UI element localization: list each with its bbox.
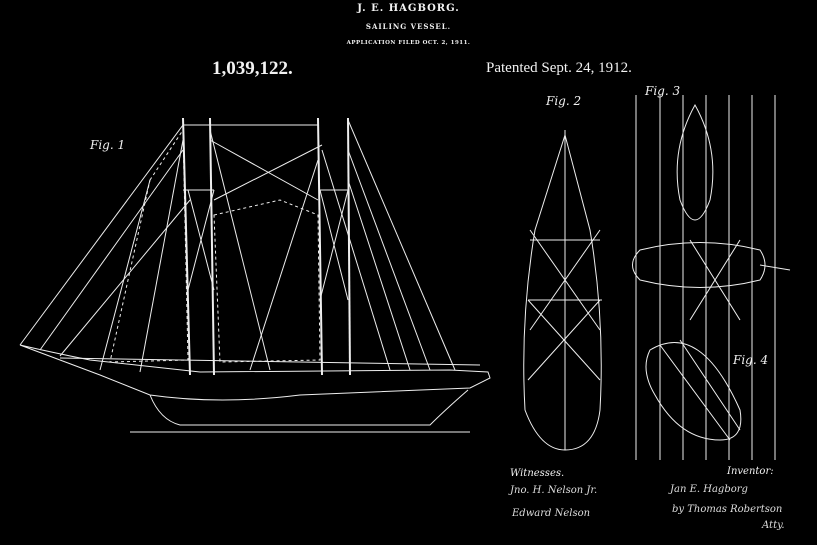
- fig4-detail-view: [645, 339, 742, 441]
- attorney-suffix: Atty.: [762, 520, 785, 531]
- inventor-name: J. E. HAGBORG.: [357, 3, 460, 14]
- patent-subject: SAILING VESSEL.: [365, 22, 452, 31]
- attorney-signature: by Thomas Robertson: [672, 504, 783, 515]
- fig3-label: Fig. 3: [645, 84, 681, 98]
- witness-signature-1: Jno. H. Nelson Jr.: [510, 485, 598, 496]
- fig2-plan-view: [523, 130, 602, 451]
- witnesses-label: Witnesses.: [510, 468, 565, 479]
- fig3-section-view: [632, 95, 791, 460]
- fig4-label: Fig. 4: [733, 353, 769, 367]
- inventor-signature: Jan E. Hagborg: [670, 484, 748, 495]
- application-filed: APPLICATION FILED OCT. 2, 1911.: [346, 40, 471, 46]
- fig2-label: Fig. 2: [546, 94, 582, 108]
- fig1-sailing-vessel: [19, 117, 491, 433]
- patent-date: Patented Sept. 24, 1912.: [486, 60, 632, 76]
- fig1-label: Fig. 1: [90, 138, 126, 152]
- patent-number: 1,039,122.: [212, 58, 293, 79]
- witness-signature-2: Edward Nelson: [512, 508, 591, 519]
- inventor-label: Inventor:: [727, 466, 774, 477]
